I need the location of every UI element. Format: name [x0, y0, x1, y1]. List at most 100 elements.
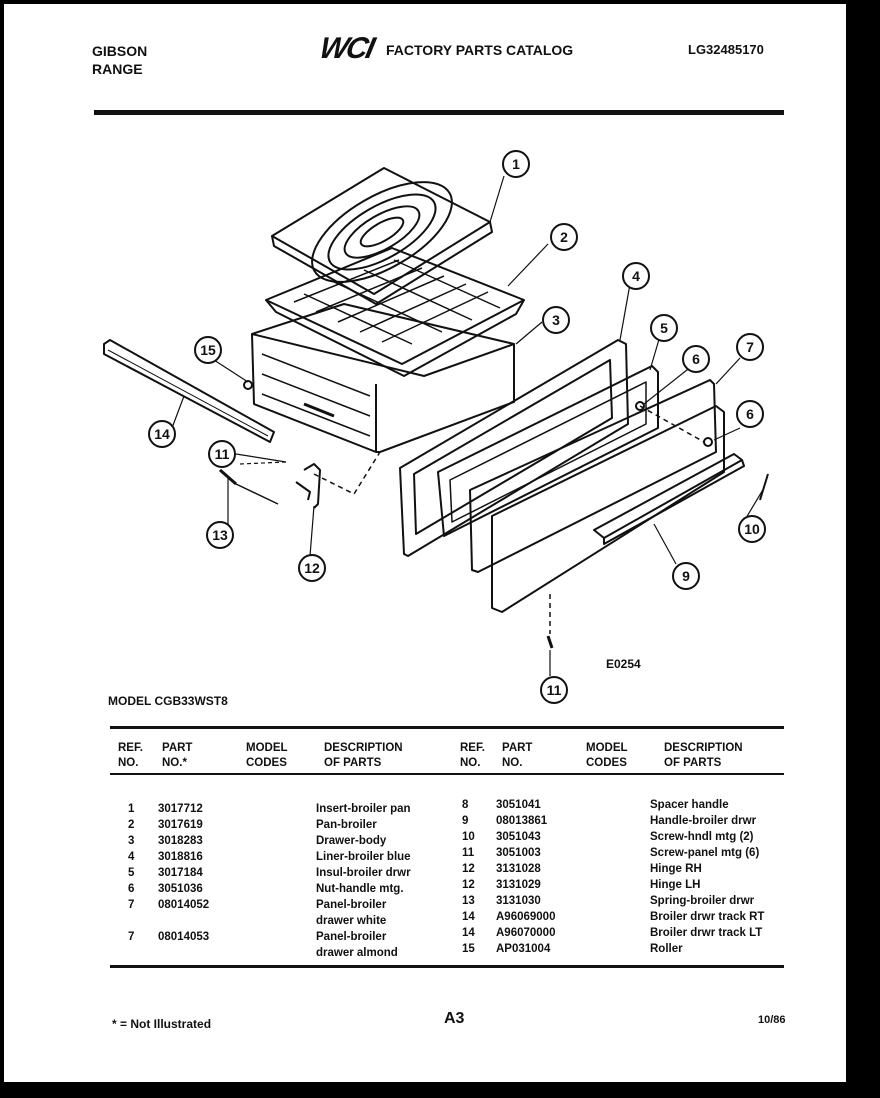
part-number: 08014053	[158, 931, 210, 943]
callout-number: 13	[212, 527, 228, 543]
header-rule	[94, 110, 784, 115]
callout-number: 2	[560, 229, 568, 245]
table-bottom-rule	[110, 965, 784, 968]
callout-bubble	[208, 440, 236, 468]
part-description: Spacer handle	[650, 799, 729, 811]
diagram-code: E0254	[606, 657, 641, 671]
part-number: 3131029	[496, 879, 541, 891]
brand-line-2: RANGE	[92, 61, 143, 77]
part-number: 3131028	[496, 863, 541, 875]
catalog-number: LG32485170	[688, 42, 764, 57]
part-number: 3018816	[158, 851, 203, 863]
ref-number: 5	[128, 867, 135, 879]
part-number: 3051041	[496, 799, 541, 811]
part-number: 3017184	[158, 867, 203, 879]
part-description: Panel-broiler	[316, 931, 387, 943]
ref-number: 14	[462, 911, 475, 923]
table-header-rule	[110, 773, 784, 775]
catalog-date: 10/86	[758, 1014, 786, 1026]
insert-broiler-pan-drawing	[271, 167, 493, 305]
part-description: Hinge RH	[650, 863, 702, 875]
ref-number: 4	[128, 851, 135, 863]
ref-number: 2	[128, 819, 135, 831]
drawer-body-drawing	[251, 303, 515, 453]
callout-bubble	[206, 521, 234, 549]
part-description: Roller	[650, 943, 683, 955]
callout-number: 9	[682, 568, 690, 584]
panel-drawing	[469, 379, 725, 613]
ref-number: 6	[128, 883, 135, 895]
part-description: Hinge LH	[650, 879, 701, 891]
callout-bubble	[622, 262, 650, 290]
brand-name: GIBSON RANGE	[92, 42, 147, 78]
part-description: Spring-broiler drwr	[650, 895, 755, 907]
ref-number: 10	[462, 831, 475, 843]
handle-drawing	[593, 453, 745, 545]
part-number: 08014052	[158, 899, 210, 911]
parts-catalog-page: GIBSON RANGE WCI FACTORY PARTS CATALOG L…	[4, 4, 846, 1082]
ref-number: 7	[128, 931, 135, 943]
part-description-cont: drawer white	[316, 915, 387, 927]
callout-number: 10	[744, 521, 760, 537]
ref-number: 13	[462, 895, 475, 907]
ref-number: 11	[462, 847, 475, 859]
part-description-cont: drawer almond	[316, 947, 398, 959]
part-number: 3017619	[158, 819, 203, 831]
ref-number: 8	[462, 799, 469, 811]
part-description: Drawer-body	[316, 835, 387, 847]
liner-drawing	[399, 339, 629, 557]
callout-number: 11	[547, 682, 562, 698]
callout-bubble	[550, 223, 578, 251]
callout-bubble	[672, 562, 700, 590]
ref-number: 14	[462, 927, 475, 939]
part-number: AP031004	[496, 943, 551, 955]
part-description: Broiler drwr track RT	[650, 911, 765, 923]
callout-bubble	[736, 400, 764, 428]
part-number: A96070000	[496, 927, 556, 939]
part-number: 3018283	[158, 835, 203, 847]
ref-number: 7	[128, 899, 135, 911]
callout-number: 6	[692, 351, 700, 367]
part-number: 3017712	[158, 803, 203, 815]
callout-bubble	[194, 336, 222, 364]
part-description: Screw-panel mtg (6)	[650, 847, 760, 859]
callout-number: 11	[215, 446, 230, 462]
ref-number: 15	[462, 943, 475, 955]
callout-number: 12	[304, 560, 320, 576]
callout-number: 6	[746, 406, 754, 422]
part-description: Liner-broiler blue	[316, 851, 411, 863]
broiler-pan-drawing	[265, 247, 525, 377]
spring-drawing	[219, 468, 279, 505]
part-number: 08013861	[496, 815, 548, 827]
callout-bubble	[298, 554, 326, 582]
callout-bubble	[738, 515, 766, 543]
insulation-drawing	[437, 365, 659, 537]
callout-bubble	[650, 314, 678, 342]
part-number: 3051036	[158, 883, 203, 895]
ref-number: 9	[462, 815, 469, 827]
hinge-drawing	[295, 463, 321, 509]
table-top-rule	[110, 726, 784, 729]
part-description: Nut-handle mtg.	[316, 883, 404, 895]
header-ref-right: REF.NO.	[460, 742, 485, 769]
part-number: 3131030	[496, 895, 541, 907]
callout-number: 5	[660, 320, 668, 336]
part-description: Broiler drwr track LT	[650, 927, 763, 939]
callout-bubble	[148, 420, 176, 448]
catalog-title: FACTORY PARTS CATALOG	[386, 42, 574, 58]
callout-number: 3	[552, 312, 560, 328]
part-description: Insert-broiler pan	[316, 803, 411, 815]
ref-number: 1	[128, 803, 135, 815]
callout-bubble	[682, 345, 710, 373]
callout-bubble	[502, 150, 530, 178]
ref-number: 12	[462, 863, 475, 875]
part-number: 3051043	[496, 831, 541, 843]
callout-bubble	[736, 333, 764, 361]
model-number: MODEL CGB33WST8	[108, 694, 228, 708]
